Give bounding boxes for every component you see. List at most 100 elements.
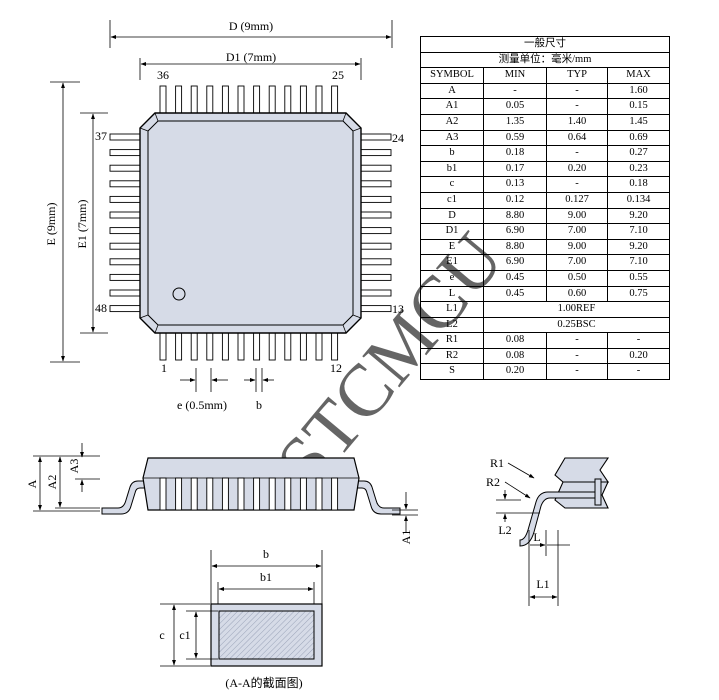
cell-typ: 1.40 xyxy=(546,113,608,131)
table-row: A--1.60 xyxy=(420,82,670,100)
cell-max: - xyxy=(607,332,670,349)
cell-min: 0.13 xyxy=(483,176,547,193)
lead-pin xyxy=(331,85,339,115)
side-lead xyxy=(206,477,214,511)
cell-typ: - xyxy=(546,82,608,100)
lead-pin xyxy=(175,331,183,361)
height-a3-label: A3 xyxy=(67,459,81,474)
lead-pin xyxy=(359,242,392,250)
section-c1-label: c1 xyxy=(179,628,190,642)
lead-pin xyxy=(359,305,392,313)
side-lead xyxy=(159,477,167,511)
side-lead xyxy=(237,477,245,511)
pin-label-48: 48 xyxy=(95,301,107,315)
cell-typ: 9.00 xyxy=(546,207,608,225)
side-lead xyxy=(284,477,292,511)
cell-typ: - xyxy=(546,176,608,193)
cell-min: 6.90 xyxy=(483,254,547,271)
lead-pin xyxy=(359,195,392,203)
pin-label-36: 36 xyxy=(157,68,169,82)
cell-symbol: D1 xyxy=(420,223,484,240)
cell-min: 8.80 xyxy=(483,207,547,225)
package-top-surface xyxy=(147,120,354,326)
cell-typ: 9.00 xyxy=(546,238,608,256)
cell-min: 0.59 xyxy=(483,129,547,147)
lead-pin xyxy=(284,331,292,361)
cell-typ: - xyxy=(546,332,608,349)
lead-pin xyxy=(268,85,276,115)
cell-max: 0.75 xyxy=(607,285,670,303)
cell-symbol: c1 xyxy=(420,191,484,209)
d1-dimension-label: D1 (7mm) xyxy=(226,50,276,64)
cell-max: 0.134 xyxy=(607,191,670,209)
cell-max: - xyxy=(607,363,670,381)
section-core xyxy=(218,610,315,660)
e1-dimension-label: E1 (7mm) xyxy=(75,200,89,249)
lead-l1-label: L1 xyxy=(536,577,549,591)
radius-r2-label: R2 xyxy=(486,475,500,489)
lead-pin xyxy=(159,331,167,361)
cell-max: 0.69 xyxy=(607,129,670,147)
lead-pin xyxy=(221,331,229,361)
cell-min: 0.05 xyxy=(483,98,547,115)
e-dimension-label: E (9mm) xyxy=(44,203,58,246)
lead-pin xyxy=(299,331,307,361)
header-max: MAX xyxy=(607,67,670,84)
lead-pin xyxy=(315,85,323,115)
section-caption: (A-A的截面图) xyxy=(225,675,302,690)
d-dimension-label: D (9mm) xyxy=(229,19,273,33)
cell-symbol: A3 xyxy=(420,129,484,147)
side-lead xyxy=(190,477,198,511)
lead-pin xyxy=(253,331,261,361)
lead-pin xyxy=(359,211,392,219)
lead-pin xyxy=(253,85,261,115)
pins-top xyxy=(159,85,339,115)
cell-typ: - xyxy=(546,347,608,365)
lead-pin xyxy=(109,164,142,172)
cell-typ: 0.64 xyxy=(546,129,608,147)
cell-symbol: L1 xyxy=(420,301,484,318)
lead-pin xyxy=(331,331,339,361)
side-lead xyxy=(315,477,323,511)
pin1-marker xyxy=(172,287,186,301)
lead-pin xyxy=(109,149,142,157)
lead-pin xyxy=(359,180,392,188)
lead-pin xyxy=(190,331,198,361)
height-a2-label: A2 xyxy=(45,475,59,490)
side-lead xyxy=(253,477,261,511)
cell-symbol: c xyxy=(420,176,484,193)
standoff-a1-label: A1 xyxy=(399,530,413,545)
cell-min: - xyxy=(483,82,547,100)
lead-pin xyxy=(109,258,142,266)
cell-typ: 7.00 xyxy=(546,254,608,271)
lead-pin xyxy=(109,242,142,250)
section-c-label: c xyxy=(159,628,164,642)
cell-symbol: R2 xyxy=(420,347,484,365)
lead-pin xyxy=(221,85,229,115)
cell-max: 0.18 xyxy=(607,176,670,193)
cell-symbol: E xyxy=(420,238,484,256)
pins-left xyxy=(109,133,142,313)
dimension-table: 一般尺寸 测量单位：毫米/mm SYMBOL MIN TYP MAX A--1.… xyxy=(420,36,670,381)
pins-right xyxy=(359,133,392,313)
top-view: D (9mm) D1 (7mm) E (9mm) E1 (7mm) xyxy=(44,19,404,412)
cell-min: 0.12 xyxy=(483,191,547,209)
cell-max: 0.20 xyxy=(607,347,670,365)
height-a-label: A xyxy=(25,479,39,488)
lead-pin xyxy=(359,164,392,172)
cell-max: 9.20 xyxy=(607,207,670,225)
pin-label-1: 1 xyxy=(161,361,167,375)
pin-label-24: 24 xyxy=(392,131,404,145)
lead-pin xyxy=(359,133,392,141)
lead-pin xyxy=(299,85,307,115)
